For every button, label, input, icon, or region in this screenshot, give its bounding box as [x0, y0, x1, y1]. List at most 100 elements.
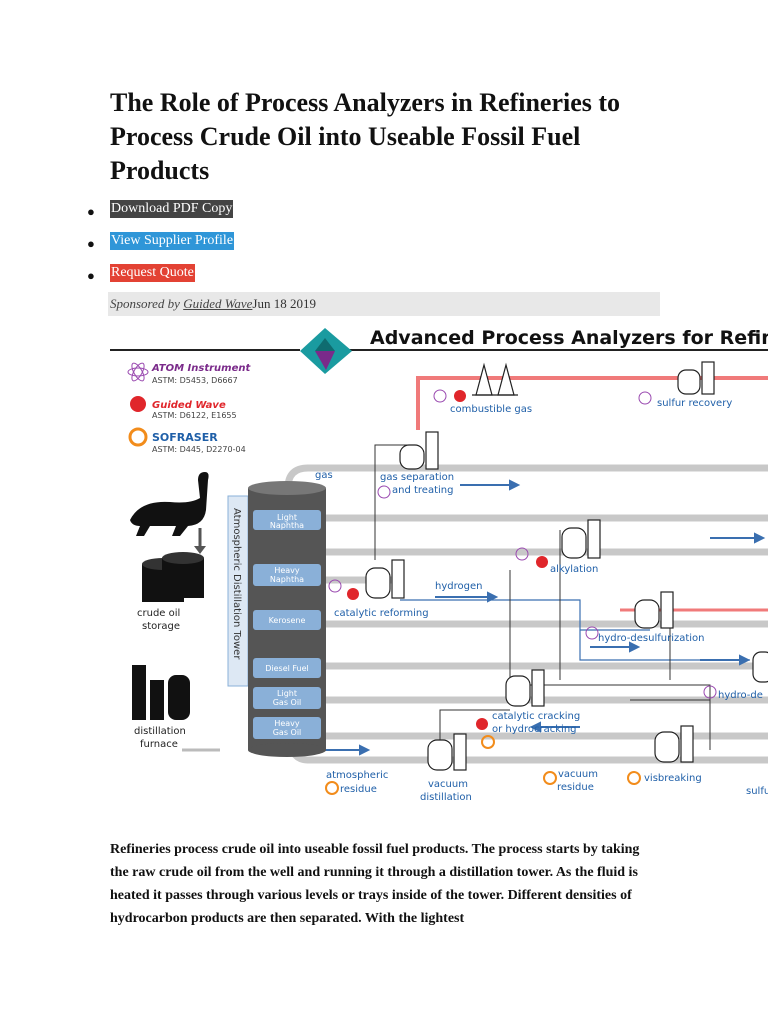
vacuum-residue-label-1: vacuum: [558, 769, 598, 780]
legend-guided-name: Guided Wave: [152, 400, 226, 411]
alkylation-unit-icon: [561, 519, 601, 559]
sulfu-label: sulfu: [746, 786, 768, 797]
sofraser-analyzer-icon: [481, 735, 495, 749]
sofraser-analyzer-icon: [627, 771, 641, 785]
legend-sofraser-astm: ASTM: D445, D2270-04: [152, 445, 246, 454]
company-logo: [300, 328, 352, 374]
distillation-unit-label: distillation: [420, 792, 472, 803]
article-paragraph: Refineries process crude oil into useabl…: [110, 842, 640, 926]
tower-cuts: Light Naphtha Heavy Naphtha Kerosene Die…: [253, 510, 321, 739]
hydro-desulfurization-unit-icon: [634, 591, 674, 629]
crude-oil-storage-icon: [142, 552, 204, 602]
byline: Sponsored by Guided WaveJun 18 2019: [108, 292, 660, 316]
cut-light-gas-oil: [253, 687, 321, 709]
atom-analyzer-icon: [433, 389, 447, 403]
distillation-furnace-icon: [132, 665, 190, 720]
legend-atom-astm: ASTM: D5453, D6667: [152, 376, 238, 385]
atom-analyzer-icon: [585, 626, 599, 640]
vacuum-distillation-unit-icon: [427, 733, 467, 771]
cut-label: Kerosene: [269, 616, 306, 625]
cut-heavy-naphtha: [253, 564, 321, 586]
unit-labels: gas combustible gas sulfur recovery gas …: [315, 398, 768, 803]
gas-separation-unit-icon: [399, 431, 439, 470]
combustible-gas-line: [416, 376, 768, 430]
bullet-icon: ●: [87, 236, 95, 251]
sponsor-link[interactable]: Guided Wave: [183, 296, 253, 311]
atom-analyzer-icon: [515, 547, 529, 561]
atom-logo-icon: [127, 362, 149, 382]
cut-heavy-gas-oil: [253, 717, 321, 739]
atom-analyzer-icon: [328, 579, 342, 593]
visbreaking-unit-icon: [654, 725, 694, 763]
storage-label: storage: [142, 621, 180, 632]
sponsored-prefix: Sponsored by: [110, 296, 180, 311]
refinery-diagram: Advanced Process Analyzers for Refinery …: [110, 320, 768, 812]
cut-light-naphtha: [253, 510, 321, 530]
guided-wave-logo-icon: [130, 396, 146, 412]
sulfur-recovery-unit-icon: [677, 361, 715, 395]
combustible-gas-unit-icon: [472, 362, 518, 396]
furnace-label: furnace: [140, 739, 178, 750]
or-hydrocracking-label: or hydrocracking: [492, 724, 577, 735]
catalytic-cracking-label: catalytic cracking: [492, 711, 580, 722]
hydro-de-unit-icon: [752, 651, 768, 683]
diagram-title: Advanced Process Analyzers for Refinery …: [370, 327, 768, 349]
catalytic-reforming-label: catalytic reforming: [334, 608, 429, 619]
cut-label: Gas Oil: [273, 728, 302, 737]
vacuum-label: vacuum: [428, 779, 468, 790]
cut-label: Naphtha: [270, 575, 304, 584]
cut-label: Naphtha: [270, 521, 304, 530]
dinosaur-icon: [130, 472, 209, 536]
analyzer-badges: [325, 389, 717, 795]
cut-diesel-fuel: [253, 658, 321, 678]
cut-kerosene: [253, 610, 321, 630]
alkylation-label: alkylation: [550, 564, 598, 575]
legend-atom-name: ATOM Instrument: [151, 363, 251, 374]
legend-sofraser-name: SOFRASER: [152, 431, 218, 444]
sofraser-analyzer-icon: [543, 771, 557, 785]
request-quote-button[interactable]: Request Quote: [110, 264, 195, 282]
cut-label: Gas Oil: [273, 698, 302, 707]
guided-wave-analyzer-icon: [454, 390, 466, 402]
residue-label: residue: [340, 784, 377, 795]
catalytic-reforming-unit-icon: [365, 559, 405, 599]
vacuum-residue-label-2: residue: [557, 782, 594, 793]
guided-wave-analyzer-icon: [536, 556, 548, 568]
bullet-icon: ●: [87, 268, 95, 283]
gas-label: gas: [315, 470, 333, 481]
catalytic-cracking-unit-icon: [505, 669, 545, 707]
refinery-diagram-svg: Advanced Process Analyzers for Refinery …: [110, 327, 768, 803]
cut-label: Light: [277, 689, 297, 698]
cut-label: Diesel Fuel: [265, 664, 309, 673]
legend: ATOM Instrument ASTM: D5453, D6667 Guide…: [127, 362, 251, 454]
cut-label: Heavy: [274, 719, 300, 728]
download-pdf-button[interactable]: Download PDF Copy: [110, 200, 234, 218]
atom-analyzer-icon: [638, 391, 652, 405]
flow-arrows: [320, 479, 766, 756]
bullet-icon: ●: [87, 204, 95, 219]
and-treating-label: and treating: [392, 485, 453, 496]
hydro-desulfurization-label: hydro-desulfurization: [598, 633, 705, 644]
hydro-de-label: hydro-de: [718, 690, 763, 701]
legend-guided-astm: ASTM: D6122, E1655: [152, 411, 237, 420]
sofraser-analyzer-icon: [325, 781, 339, 795]
hydrogen-lines: [400, 599, 750, 661]
guided-wave-analyzer-icon: [347, 588, 359, 600]
atmospheric-label: atmospheric: [326, 770, 388, 781]
atom-analyzer-icon: [703, 685, 717, 699]
hydrogen-label: hydrogen: [435, 581, 482, 592]
page-title: The Role of Process Analyzers in Refiner…: [110, 88, 621, 185]
publish-date: Jun 18 2019: [252, 296, 316, 311]
process-units: [365, 361, 768, 771]
tower-label: Atmospheric Distillation Tower: [231, 508, 242, 660]
guided-wave-analyzer-icon: [476, 718, 488, 730]
sofraser-logo-icon: [128, 427, 148, 447]
arrow-down-icon: [194, 546, 206, 554]
combustible-gas-label: combustible gas: [450, 404, 532, 415]
cut-label: Heavy: [274, 566, 300, 575]
cut-label: Light: [277, 513, 297, 522]
sulfur-recovery-label: sulfur recovery: [657, 398, 732, 409]
atom-analyzer-icon: [377, 485, 391, 499]
view-supplier-profile-button[interactable]: View Supplier Profile: [110, 232, 235, 250]
distillation-label: distillation: [134, 726, 186, 737]
